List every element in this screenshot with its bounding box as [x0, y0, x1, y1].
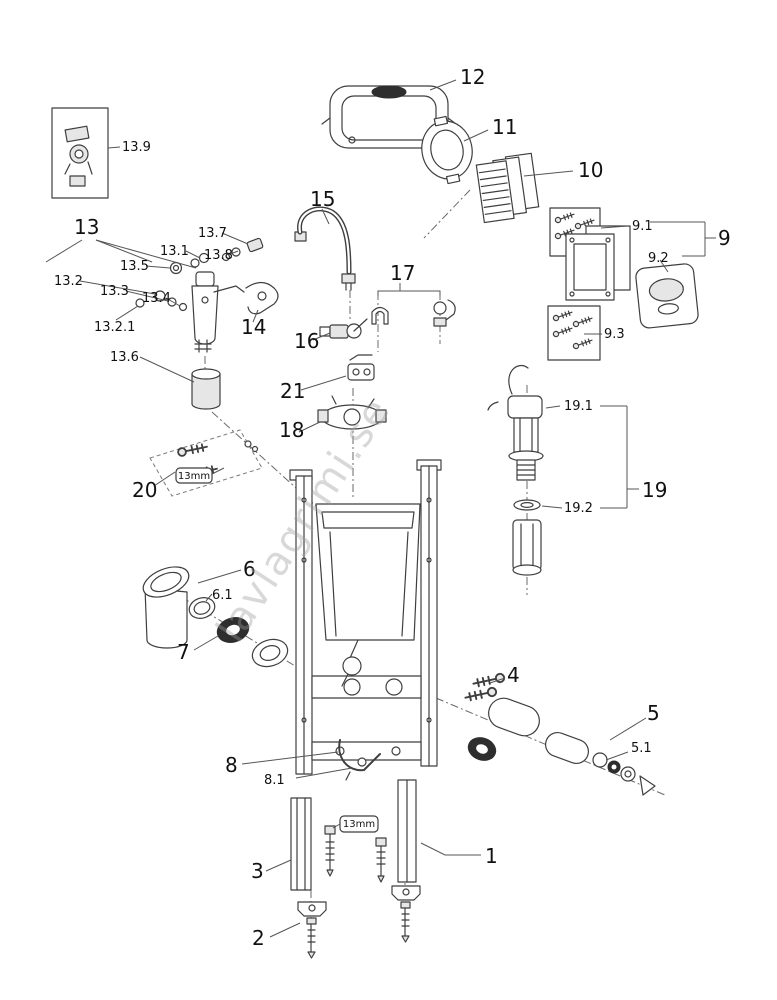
flush-valve-19: [487, 364, 544, 481]
label-13: 13: [74, 215, 99, 239]
label-4: 4: [507, 663, 520, 687]
outlet-bend-6: [142, 566, 190, 649]
label-9-3: 9.3: [604, 327, 625, 342]
leader-lines: [45, 79, 716, 938]
fill-valve-assembly: [135, 237, 264, 353]
label-9: 9: [718, 226, 731, 250]
screw-set-20: 13mm: [149, 429, 263, 497]
leg-bolt-right: [375, 837, 387, 883]
label-13-8: 13.8: [204, 248, 233, 263]
label-8-1: 8.1: [264, 773, 285, 788]
label-3: 3: [251, 859, 264, 883]
bracket-14: [245, 281, 279, 315]
wrench-size-label: 13mm: [178, 471, 210, 482]
label-13-5: 13.5: [120, 259, 149, 274]
label-13-2: 13.2: [54, 274, 83, 289]
bracket-18: [317, 395, 387, 430]
flex-hose: [294, 206, 356, 291]
frame-collar: [421, 115, 473, 185]
label-9-1: 9.1: [632, 219, 653, 234]
label-13-1: 13.1: [160, 244, 189, 259]
label-13-6: 13.6: [110, 350, 139, 365]
label-6: 6: [243, 557, 256, 581]
label-7: 7: [177, 640, 190, 664]
label-1: 1: [485, 844, 498, 868]
label-18: 18: [279, 418, 304, 442]
cistern-lid: [321, 85, 457, 149]
wrench-flag: 13mm: [332, 815, 379, 833]
label-14: 14: [241, 315, 266, 339]
label-19: 19: [642, 478, 667, 502]
label-13-9: 13.9: [122, 140, 151, 155]
leg-right: [397, 779, 417, 883]
label-9-2: 9.2: [648, 251, 669, 266]
support-8: [338, 739, 381, 781]
seal-19-2: [513, 499, 541, 511]
label-13-4: 13.4: [142, 291, 171, 306]
seal-7: [216, 617, 250, 643]
label-17: 17: [390, 261, 415, 285]
part-21: [347, 354, 375, 381]
label-21: 21: [280, 379, 305, 403]
valve-basket-19: [512, 519, 542, 576]
wrench-size-label-2: 13mm: [343, 819, 375, 830]
cistern-tank: [315, 503, 421, 687]
valve-box-13-9: [51, 107, 109, 199]
label-6-1: 6.1: [212, 588, 233, 603]
angle-valve-16: [319, 318, 368, 339]
faceplate-frame: [565, 225, 631, 301]
ring-7b: [251, 638, 289, 668]
label-19-2: 19.2: [564, 501, 593, 516]
foot-left: [297, 901, 327, 959]
label-12: 12: [460, 65, 485, 89]
leg-left: [290, 797, 312, 891]
part-labels: 12 11 10 9 9.1 9.2 9.3 13.9 13 13.7 13.1…: [54, 65, 731, 950]
protection-plate-stack: [475, 152, 540, 224]
label-5: 5: [647, 701, 660, 725]
label-13-2-1: 13.2.1: [94, 320, 135, 335]
ring-6-1: [188, 597, 216, 619]
leg-bolt-left: [324, 825, 336, 877]
flush-plate: [635, 263, 699, 329]
label-13-7: 13.7: [198, 226, 227, 241]
label-2: 2: [252, 926, 265, 950]
label-10: 10: [578, 158, 603, 182]
label-5-1: 5.1: [631, 741, 652, 756]
label-19-1: 19.1: [564, 399, 593, 414]
cup-13-6: [191, 368, 221, 410]
label-20: 20: [132, 478, 157, 502]
label-16: 16: [294, 329, 319, 353]
label-13-3: 13.3: [100, 284, 129, 299]
label-8: 8: [225, 753, 238, 777]
anchor-set-5: [467, 697, 656, 796]
screw-set-9-3: [547, 305, 601, 361]
label-15: 15: [310, 187, 335, 211]
label-11: 11: [492, 115, 517, 139]
foot-right: [391, 885, 421, 943]
clips-17: [371, 299, 456, 327]
